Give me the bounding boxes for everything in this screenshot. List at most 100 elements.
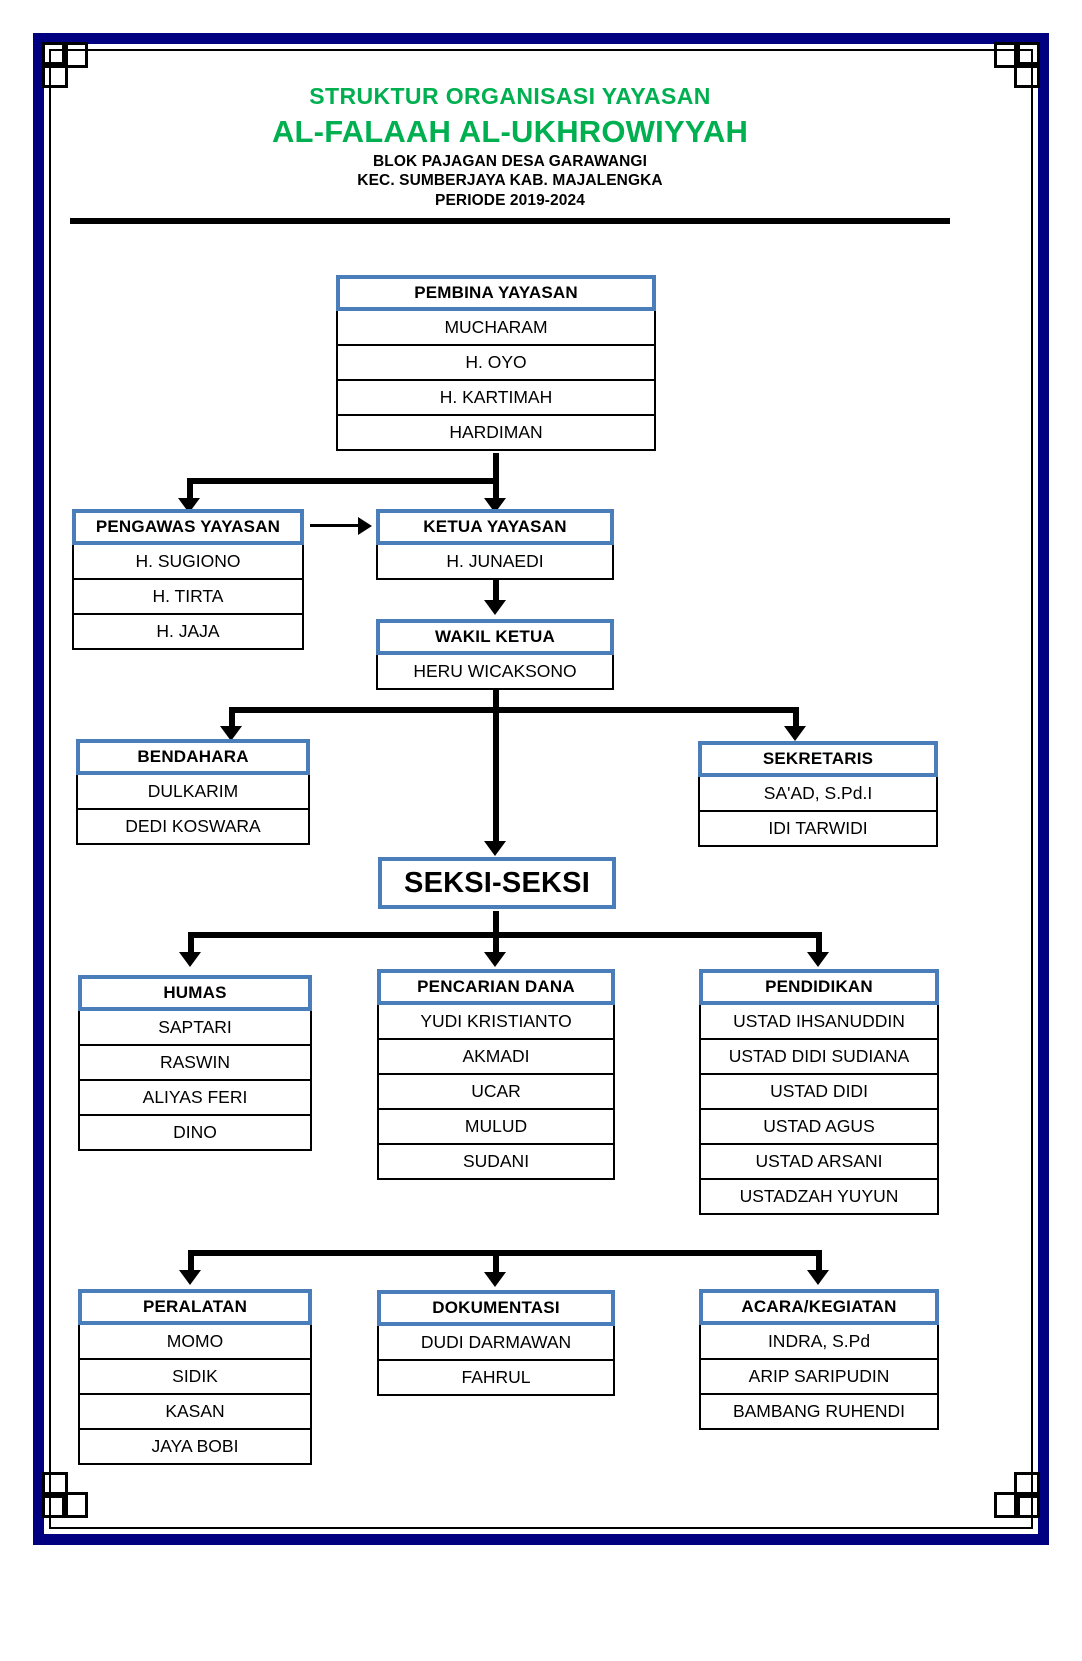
page-frame-outer	[33, 33, 1049, 1545]
member-row: MULUD	[377, 1110, 615, 1145]
corner-ornament-top-left-2	[62, 42, 88, 68]
connector-wakil-bus	[229, 707, 799, 713]
member-row: H. KARTIMAH	[336, 381, 656, 416]
unit-ketua-yayasan: KETUA YAYASAN H. JUNAEDI	[376, 509, 614, 580]
member-row: SA'AD, S.Pd.I	[698, 777, 938, 812]
member-row: SUDANI	[377, 1145, 615, 1180]
page-frame-inner-line	[49, 49, 1033, 1529]
corner-ornament-top-right-1	[1014, 42, 1040, 68]
connector-to-dokumentasi	[493, 1250, 499, 1278]
member-row: INDRA, S.Pd	[699, 1325, 939, 1360]
connector-seksi-bus-row2	[188, 1250, 822, 1256]
corner-ornament-top-left-3	[42, 62, 68, 88]
member-row: YUDI KRISTIANTO	[377, 1005, 615, 1040]
unit-dokumentasi: DOKUMENTASI DUDI DARMAWAN FAHRUL	[377, 1290, 615, 1396]
unit-title-seksi-seksi: SEKSI-SEKSI	[378, 857, 616, 909]
connector-to-pencarian-dana	[493, 932, 499, 958]
unit-sekretaris: SEKRETARIS SA'AD, S.Pd.I IDI TARWIDI	[698, 741, 938, 847]
member-row: HARDIMAN	[336, 416, 656, 451]
member-row: UCAR	[377, 1075, 615, 1110]
corner-ornament-bottom-right-1	[1014, 1492, 1040, 1518]
member-row: USTAD IHSANUDDIN	[699, 1005, 939, 1040]
member-row: RASWIN	[78, 1046, 312, 1081]
unit-title-wakil-ketua: WAKIL KETUA	[376, 619, 614, 655]
connector-to-humas	[188, 932, 194, 958]
member-row: DULKARIM	[76, 775, 310, 810]
member-row: ALIYAS FERI	[78, 1081, 312, 1116]
member-row: SIDIK	[78, 1360, 312, 1395]
member-row: KASAN	[78, 1395, 312, 1430]
member-row: SAPTARI	[78, 1011, 312, 1046]
member-row: DEDI KOSWARA	[76, 810, 310, 845]
connector-to-seksi	[493, 707, 499, 846]
member-row: USTAD DIDI	[699, 1075, 939, 1110]
connector-pembina-bus	[187, 478, 499, 484]
header-divider-rule	[70, 218, 950, 224]
arrow-ketua-to-wakil	[484, 600, 506, 615]
connector-to-sekretaris	[793, 707, 799, 731]
corner-ornament-bottom-right-2	[994, 1492, 1020, 1518]
member-row: JAYA BOBI	[78, 1430, 312, 1465]
arrow-to-seksi	[484, 841, 506, 856]
member-row: AKMADI	[377, 1040, 615, 1075]
corner-ornament-bottom-left-2	[62, 1492, 88, 1518]
corner-ornament-bottom-left-3	[42, 1472, 68, 1498]
unit-acara-kegiatan: ACARA/KEGIATAN INDRA, S.Pd ARIP SARIPUDI…	[699, 1289, 939, 1430]
arrow-to-dokumentasi	[484, 1272, 506, 1287]
corner-ornament-top-right-3	[1014, 62, 1040, 88]
unit-bendahara: BENDAHARA DULKARIM DEDI KOSWARA	[76, 739, 310, 845]
connector-pengawas-to-ketua	[310, 524, 360, 527]
unit-title-peralatan: PERALATAN	[78, 1289, 312, 1325]
member-row: USTAD ARSANI	[699, 1145, 939, 1180]
connector-to-pendidikan	[816, 932, 822, 958]
unit-seksi-seksi: SEKSI-SEKSI	[378, 857, 616, 909]
unit-peralatan: PERALATAN MOMO SIDIK KASAN JAYA BOBI	[78, 1289, 312, 1465]
unit-wakil-ketua: WAKIL KETUA HERU WICAKSONO	[376, 619, 614, 690]
connector-ketua-to-wakil	[493, 580, 499, 604]
member-row: H. JUNAEDI	[376, 545, 614, 580]
connector-seksi-bus-row1	[188, 932, 822, 938]
member-row: HERU WICAKSONO	[376, 655, 614, 690]
member-row: DINO	[78, 1116, 312, 1151]
unit-pembina-yayasan: PEMBINA YAYASAN MUCHARAM H. OYO H. KARTI…	[336, 275, 656, 451]
unit-title-pencarian-dana: PENCARIAN DANA	[377, 969, 615, 1005]
corner-ornament-bottom-right-3	[1014, 1472, 1040, 1498]
unit-title-pendidikan: PENDIDIKAN	[699, 969, 939, 1005]
arrow-pengawas-to-ketua	[358, 517, 372, 535]
unit-title-sekretaris: SEKRETARIS	[698, 741, 938, 777]
subtitle-line-1: BLOK PAJAGAN DESA GARAWANGI	[373, 152, 647, 170]
connector-to-ketua	[493, 478, 499, 504]
unit-title-pembina: PEMBINA YAYASAN	[336, 275, 656, 311]
corner-ornament-top-left-1	[42, 42, 68, 68]
corner-ornament-bottom-left-1	[42, 1492, 68, 1518]
unit-humas: HUMAS SAPTARI RASWIN ALIYAS FERI DINO	[78, 975, 312, 1151]
member-row: USTAD DIDI SUDIANA	[699, 1040, 939, 1075]
title-line-1: STRUKTUR ORGANISASI YAYASAN	[309, 83, 711, 109]
member-row: DUDI DARMAWAN	[377, 1326, 615, 1361]
subtitle-line-3: PERIODE 2019-2024	[435, 192, 585, 210]
unit-title-acara-kegiatan: ACARA/KEGIATAN	[699, 1289, 939, 1325]
member-row: MUCHARAM	[336, 311, 656, 346]
unit-title-humas: HUMAS	[78, 975, 312, 1011]
member-row: BAMBANG RUHENDI	[699, 1395, 939, 1430]
unit-title-dokumentasi: DOKUMENTASI	[377, 1290, 615, 1326]
connector-to-peralatan	[188, 1250, 194, 1276]
subtitle-line-2: KEC. SUMBERJAYA KAB. MAJALENGKA	[357, 172, 663, 190]
member-row: USTAD AGUS	[699, 1110, 939, 1145]
connector-seksi-stem-row1	[493, 911, 499, 935]
connector-to-acara-kegiatan	[816, 1250, 822, 1276]
member-row: H. TIRTA	[72, 580, 304, 615]
arrow-to-sekretaris	[784, 726, 806, 741]
arrow-to-humas	[179, 952, 201, 967]
unit-title-pengawas: PENGAWAS YAYASAN	[72, 509, 304, 545]
arrow-to-peralatan	[179, 1270, 201, 1285]
member-row: H. OYO	[336, 346, 656, 381]
corner-ornament-top-right-2	[994, 42, 1020, 68]
unit-pencarian-dana: PENCARIAN DANA YUDI KRISTIANTO AKMADI UC…	[377, 969, 615, 1180]
unit-pendidikan: PENDIDIKAN USTAD IHSANUDDIN USTAD DIDI S…	[699, 969, 939, 1215]
member-row: H. JAJA	[72, 615, 304, 650]
unit-pengawas-yayasan: PENGAWAS YAYASAN H. SUGIONO H. TIRTA H. …	[72, 509, 304, 650]
connector-to-pengawas	[187, 478, 193, 504]
arrow-to-bendahara	[220, 726, 242, 741]
